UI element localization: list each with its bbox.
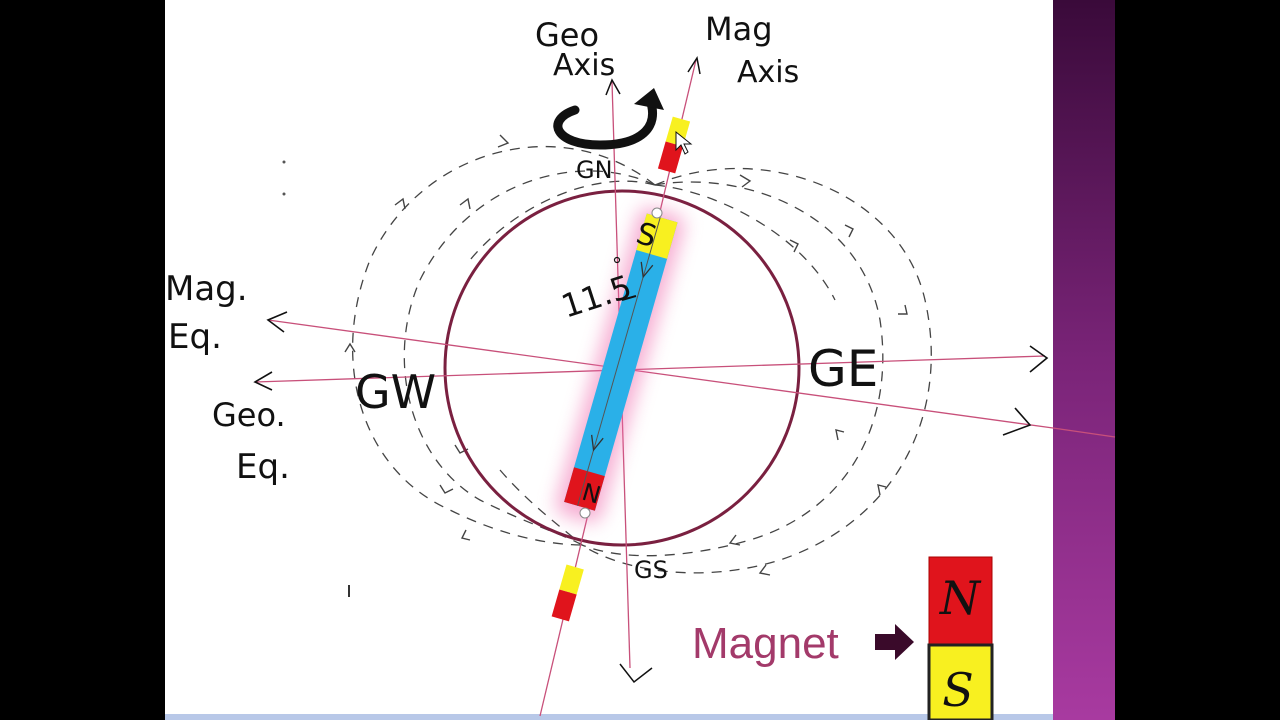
legend-north-block bbox=[928, 556, 993, 646]
geo-axis-arrow-bottom-icon bbox=[619, 663, 653, 684]
geo-axis-label: Geo bbox=[535, 16, 599, 54]
small-magnet-bottom bbox=[551, 564, 584, 622]
mag-equator-arrow-left-icon bbox=[266, 311, 288, 333]
geo-equator-arrow-right-icon bbox=[1029, 345, 1049, 373]
legend-north-label: N bbox=[939, 571, 982, 625]
geo-south-label: GS bbox=[634, 556, 668, 584]
right-black-bar bbox=[1115, 0, 1280, 720]
degree-mark bbox=[613, 256, 621, 264]
right-arrow-icon bbox=[875, 624, 914, 660]
geo-equator-arrow-left-icon bbox=[253, 371, 273, 391]
purple-side-panel bbox=[1053, 0, 1115, 720]
mag-axis-label: Mag bbox=[705, 10, 773, 48]
bar-top-point bbox=[651, 207, 663, 219]
geo-axis-label-2: Axis bbox=[553, 48, 615, 83]
mag-axis-label-2: Axis bbox=[737, 55, 799, 90]
earth-circle bbox=[443, 189, 801, 547]
bar-magnet-south-pole bbox=[636, 213, 678, 259]
magnet-legend-label: Magnet bbox=[692, 619, 839, 668]
legend-south-block bbox=[927, 643, 994, 720]
mag-equator-arrow-right-icon bbox=[1002, 407, 1032, 436]
legend-south-label: S bbox=[942, 663, 974, 717]
left-black-bar bbox=[0, 0, 165, 720]
geo-north-label: GN bbox=[576, 156, 613, 184]
geo-axis-arrow-top-icon bbox=[605, 78, 621, 96]
geo-eq-label-2: Eq. bbox=[236, 447, 290, 487]
field-lines bbox=[352, 145, 932, 574]
geo-east-label: GE bbox=[808, 340, 878, 398]
mag-axis-arrow-icon bbox=[687, 56, 701, 75]
curved-arrow-icon bbox=[553, 95, 657, 150]
bar-bottom-point bbox=[579, 507, 591, 519]
bottom-strip bbox=[165, 714, 1053, 720]
mag-eq-label: Mag. bbox=[165, 269, 248, 309]
arrow-cursor-icon bbox=[675, 130, 693, 155]
mag-eq-label-2: Eq. bbox=[168, 317, 222, 357]
bar-magnet bbox=[555, 207, 685, 523]
geo-eq-label: Geo. bbox=[212, 396, 286, 434]
mag-equator-line bbox=[267, 319, 1054, 429]
field-arrows bbox=[344, 134, 908, 576]
bar-magnet-north-pole bbox=[564, 467, 605, 511]
geo-west-label: GW bbox=[355, 365, 436, 419]
geo-equator-line bbox=[254, 355, 1046, 383]
